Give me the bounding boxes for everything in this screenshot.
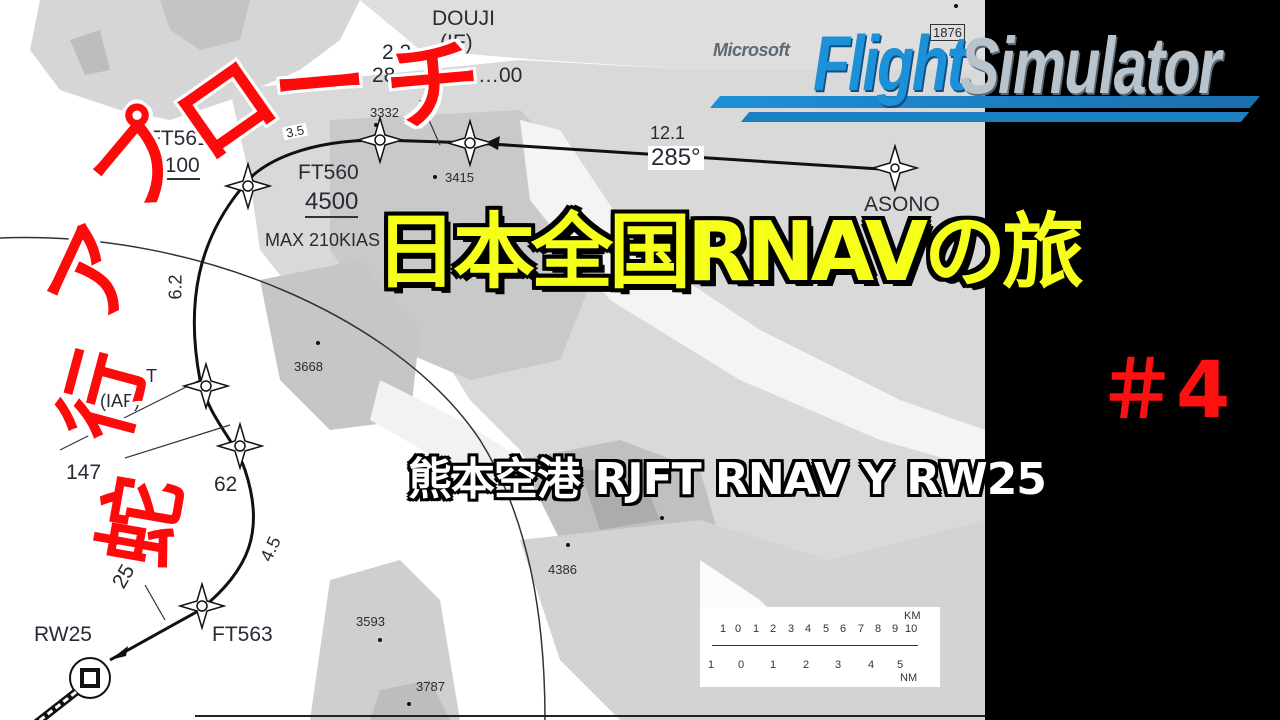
scale-bar: KM 1 0 1 2 3 4 5 6 7 8 9 10 1 0 1 2 3 4 …: [700, 607, 940, 687]
waypoint-ft561-altitude: 4100: [153, 155, 200, 180]
scale-km-tick: 5: [823, 623, 830, 635]
scale-nm-label: NM: [900, 672, 918, 684]
waypoint-asono-name: ASONO: [864, 193, 940, 216]
series-title: 日本全国RNAVの旅: [373, 205, 1085, 300]
flight-simulator-logo: Microsoft Flight Simulator: [705, 18, 1265, 136]
caption-char: チ: [380, 26, 486, 146]
spot-elevation: 3787: [416, 679, 445, 694]
scale-nm-tick: 4: [868, 659, 875, 671]
logo-flight-text: Flight: [813, 19, 967, 107]
waypoint-iaf-left-name: …T: [128, 366, 157, 386]
spot-elevation: 3332: [370, 105, 399, 120]
logo-swoosh: [740, 112, 1250, 122]
leg-douji-distance: 2.2: [382, 41, 412, 64]
scale-km-tick: 8: [875, 623, 882, 635]
leg-asono-distance: 12.1: [650, 123, 686, 143]
scale-km-tick: 6: [840, 623, 847, 635]
scale-km-tick: 1: [753, 623, 760, 635]
waypoint-douji-role: (IF): [440, 31, 473, 54]
scale-nm-tick: 1: [770, 659, 777, 671]
leg-distance-label: 6.2: [165, 274, 186, 300]
waypoint-ft563-name: FT563: [212, 623, 273, 646]
waypoint-iaf-left-role: (IAF): [100, 391, 140, 411]
spot-elevation: 3668: [294, 359, 323, 374]
episode-subtitle: 熊本空港 RJFT RNAV Y RW25: [408, 454, 1047, 505]
leg-douji-course: 28…: [372, 64, 417, 87]
course-label: 147: [66, 461, 102, 484]
logo-simulator-text: Simulator: [960, 21, 1221, 110]
scale-km-tick: 7: [858, 623, 865, 635]
scale-nm-tick: 0: [738, 659, 745, 671]
scale-km-tick: 1: [720, 623, 727, 635]
waypoint-douji-name: DOUJI: [432, 7, 495, 30]
scale-nm-tick: 1: [708, 659, 715, 671]
scale-km-tick: 4: [805, 623, 812, 635]
runway-symbol: [33, 657, 111, 720]
scale-nm-tick: 2: [803, 659, 810, 671]
course-label: 62: [214, 473, 238, 496]
spot-elevation-boxed: 1876: [930, 24, 965, 41]
scale-km-label: KM: [904, 610, 921, 622]
waypoint-ft560-speed: MAX 210KIAS: [265, 230, 381, 250]
scale-nm-tick: 3: [835, 659, 842, 671]
scale-km-tick: 9: [892, 623, 899, 635]
logo-microsoft-text: Microsoft: [713, 40, 790, 60]
waypoint-ft561-name: FT561: [148, 127, 209, 150]
leg-douji-altitude: …00: [478, 64, 523, 87]
scale-km-tick: 0: [735, 623, 742, 635]
waypoint-ft560-altitude: 4500: [305, 190, 359, 218]
spot-elevation: 3593: [356, 614, 385, 629]
spot-elevation: 3415: [445, 170, 474, 185]
scale-km-tick: 10: [905, 623, 918, 635]
runway-rw25-name: RW25: [34, 623, 92, 646]
waypoint-ft560-name: FT560: [298, 161, 359, 184]
episode-number: ＃4: [1098, 346, 1231, 436]
scale-km-tick: 2: [770, 623, 777, 635]
spot-elevation: 4386: [548, 562, 577, 577]
scale-km-tick: 3: [788, 623, 795, 635]
caption-char: ー: [267, 26, 373, 146]
caption-char: 蛇: [83, 469, 200, 575]
waypoint-symbols: [177, 115, 920, 631]
leg-asono-course: 285°: [648, 146, 704, 170]
scale-nm-tick: 5: [897, 659, 904, 671]
